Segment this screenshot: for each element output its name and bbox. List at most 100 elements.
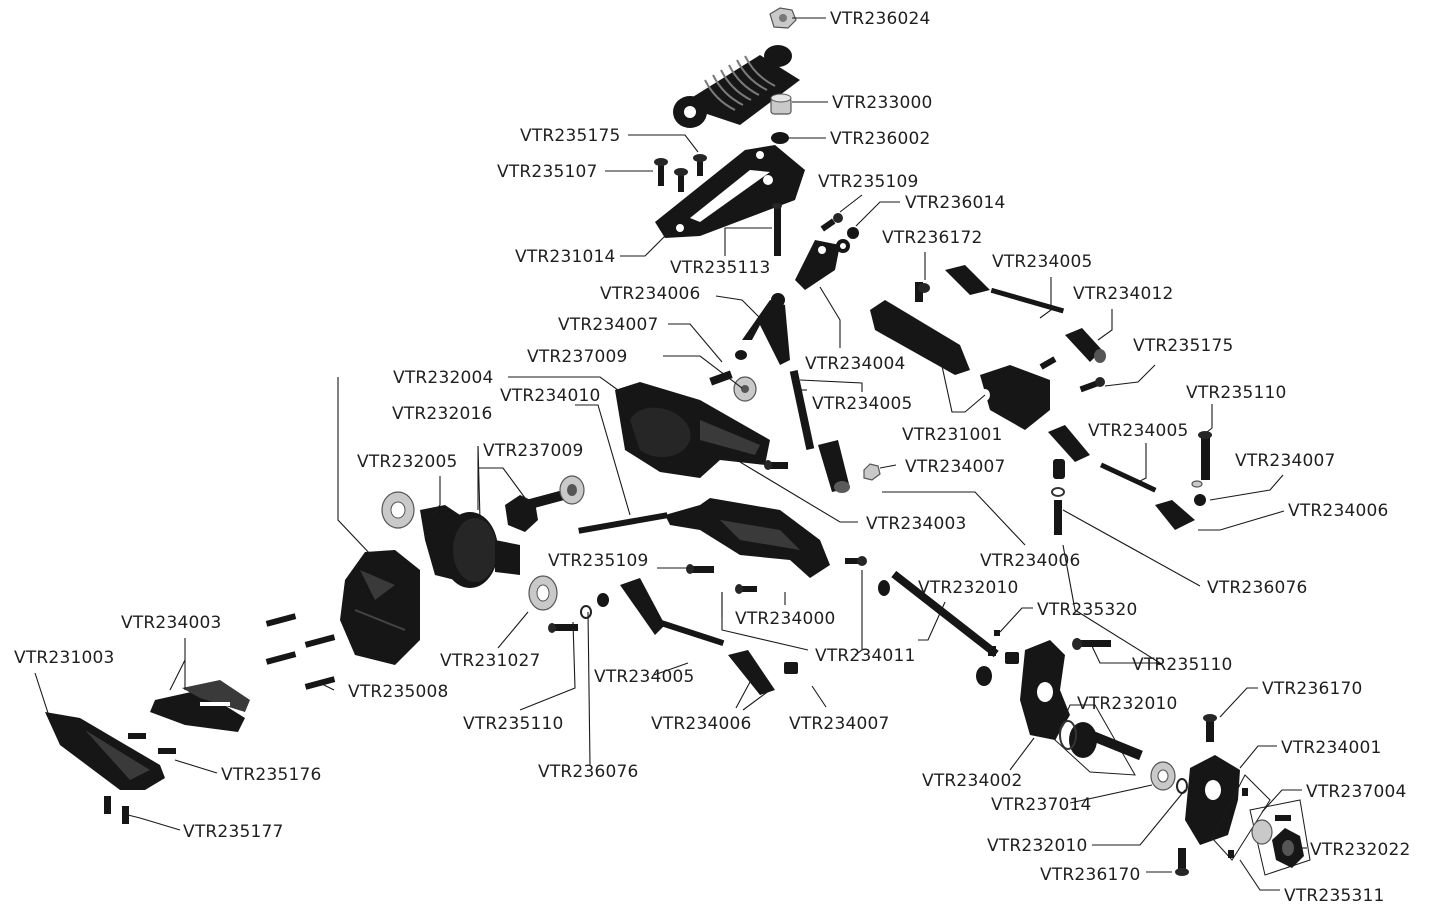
wheel-hex-232022 xyxy=(1272,828,1304,868)
part-label: VTR236172 xyxy=(882,228,983,248)
part-label: VTR234006 xyxy=(1288,501,1389,521)
screw-234003-small xyxy=(764,460,788,470)
part-label: VTR236170 xyxy=(1262,679,1363,699)
stack-236076 xyxy=(1051,459,1065,535)
bellcrank-upper xyxy=(795,240,840,290)
rod-end-234005-right xyxy=(1048,425,1195,530)
part-labels: VTR236024 VTR233000 VTR236002 VTR235175 … xyxy=(14,9,1411,906)
differential xyxy=(420,505,520,588)
nut-234007-center xyxy=(863,463,881,481)
bearing-237009-upper xyxy=(733,376,757,402)
bearing-231027 xyxy=(528,575,558,611)
screw-235110-lower xyxy=(548,623,578,633)
part-label: VTR235311 xyxy=(1284,886,1385,906)
screw-235109 xyxy=(820,213,843,232)
part-label: VTR234006 xyxy=(980,551,1081,571)
steering-arm xyxy=(742,293,790,365)
part-label: VTR232004 xyxy=(393,368,494,388)
part-label: VTR235177 xyxy=(183,822,284,842)
part-label: VTR235109 xyxy=(818,172,919,192)
part-label: VTR235110 xyxy=(1186,383,1287,403)
nut-and-screw-left xyxy=(709,350,747,386)
nut-234007-lower xyxy=(784,662,798,674)
part-label: VTR235110 xyxy=(463,714,564,734)
part-label: VTR235113 xyxy=(670,258,771,278)
screw-235110-far xyxy=(1198,431,1212,480)
bearing-232005 xyxy=(381,491,415,529)
part-label: VTR234007 xyxy=(789,714,890,734)
part-label: VTR232010 xyxy=(1077,694,1178,714)
part-label: VTR231027 xyxy=(440,651,541,671)
part-label: VTR234004 xyxy=(805,354,906,374)
part-label: VTR232022 xyxy=(1310,840,1411,860)
screws-235177 xyxy=(104,796,129,824)
screws-235008 xyxy=(265,613,336,690)
part-label: VTR234000 xyxy=(735,609,836,629)
part-label: VTR234003 xyxy=(866,514,967,534)
part-label: VTR234007 xyxy=(1235,451,1336,471)
screw-236170-top xyxy=(1203,714,1217,742)
small-nut xyxy=(771,132,789,144)
part-label: VTR236076 xyxy=(1207,578,1308,598)
part-label: VTR234005 xyxy=(1088,421,1189,441)
part-label: VTR236014 xyxy=(905,193,1006,213)
axle-group xyxy=(1054,704,1143,776)
long-post xyxy=(772,203,782,256)
bearing-237004 xyxy=(1249,799,1311,876)
lower-link-rod xyxy=(620,578,775,695)
part-label: VTR236002 xyxy=(830,129,931,149)
top-plate xyxy=(655,145,805,238)
part-label: VTR234007 xyxy=(558,315,659,335)
part-label: VTR237009 xyxy=(527,347,628,367)
part-label: VTR234012 xyxy=(1073,284,1174,304)
part-label: VTR237009 xyxy=(483,441,584,461)
part-label: VTR236024 xyxy=(830,9,931,29)
screws-235176 xyxy=(128,733,176,754)
pins-235311 xyxy=(1211,774,1271,861)
shock-absorber xyxy=(673,45,800,128)
rod-end-234005-top xyxy=(945,265,1065,314)
rod-end-234012 xyxy=(1065,328,1106,363)
part-label: VTR234011 xyxy=(815,646,916,666)
part-label: VTR234003 xyxy=(121,613,222,633)
gearbox-housing xyxy=(615,382,770,478)
screw-235175-right xyxy=(1079,377,1105,393)
part-label: VTR235320 xyxy=(1037,600,1138,620)
part-label: VTR235109 xyxy=(548,551,649,571)
part-label: VTR237004 xyxy=(1306,782,1407,802)
part-label: VTR232010 xyxy=(918,578,1019,598)
screw-236172 xyxy=(915,282,930,302)
part-label: VTR232010 xyxy=(987,836,1088,856)
screw-236170-bottom xyxy=(1175,848,1189,876)
spacer-236076-lower xyxy=(580,593,609,619)
part-label: VTR234002 xyxy=(922,771,1023,791)
part-label: VTR235110 xyxy=(1132,655,1233,675)
screw-235109-lower xyxy=(686,564,714,574)
part-label: VTR236076 xyxy=(538,762,639,782)
part-label: VTR237014 xyxy=(991,795,1092,815)
lower-arm xyxy=(665,498,830,578)
part-label: VTR235175 xyxy=(1133,336,1234,356)
leader-lines xyxy=(34,17,1307,891)
ball-stud-nut xyxy=(770,93,792,115)
front-skid-231003 xyxy=(45,712,165,790)
pin-235320 xyxy=(988,630,1000,656)
part-label: VTR234010 xyxy=(500,386,601,406)
screw-near-231001 xyxy=(1039,356,1057,370)
bearing-237014 xyxy=(1150,761,1188,794)
hub-carrier xyxy=(1020,640,1070,740)
part-label: VTR234006 xyxy=(651,714,752,734)
spacers-236014 xyxy=(836,227,859,253)
screw-group-top xyxy=(654,154,707,192)
part-label: VTR234007 xyxy=(905,457,1006,477)
nut-near-carrier xyxy=(1005,652,1019,664)
part-label: VTR235107 xyxy=(497,162,598,182)
drive-shaft xyxy=(878,570,999,686)
part-label: VTR234005 xyxy=(992,252,1093,272)
part-label: VTR232005 xyxy=(357,452,458,472)
screw-235110-right xyxy=(1072,638,1111,650)
nut-234007-far xyxy=(1191,480,1206,506)
turnbuckle-center xyxy=(789,370,850,493)
part-label: VTR233000 xyxy=(832,93,933,113)
